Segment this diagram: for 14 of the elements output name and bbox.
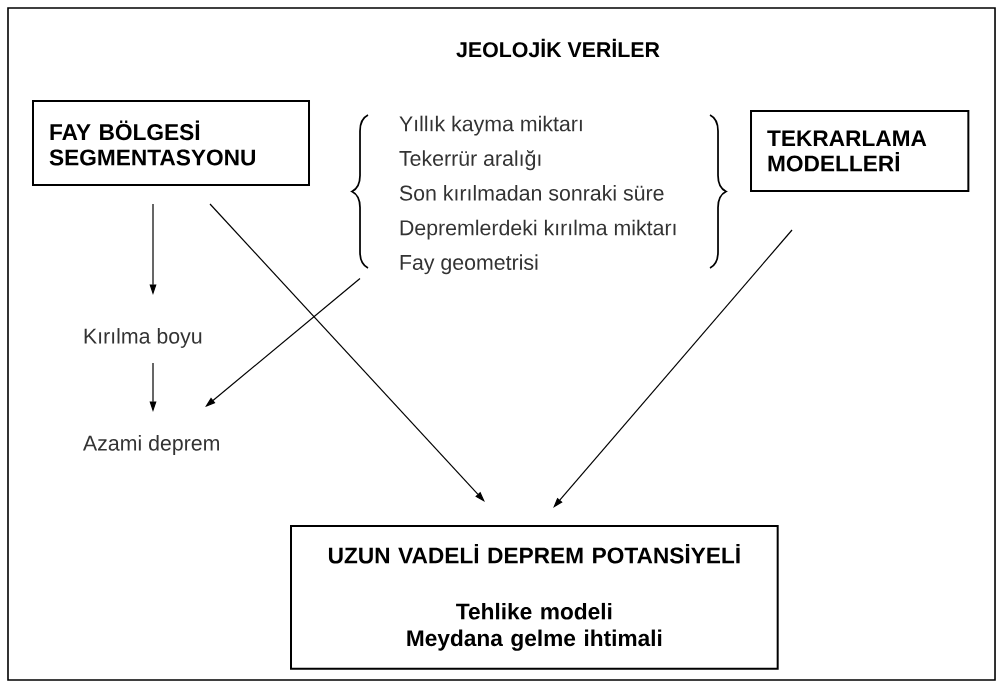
process-box: TEKRARLAMA MODELLERİ [750,110,970,192]
arrow [553,229,793,508]
node-label: Fay geometrisi [400,254,538,275]
text-label: Azami deprem [83,435,219,455]
arrow [209,203,485,502]
process-box: FAY BÖLGESİ SEGMENTASYONU [32,100,310,186]
text-list: Yıllık kayma miktarı Tekerrür aralığı Son kırılmadan sonraki süre Depremlerdeki kırılma miktarı Fay geometrisi [399,115,676,275]
text-label: Kırılma boyu [84,328,202,348]
node-label: Tekerrür aralığı [399,150,541,171]
node-label: Depremlerdeki kırılma miktarı [400,219,676,240]
node-label: Son kırılmadan sonraki süre [399,185,664,201]
result-box: UZUN VADELİ DEPREM POTANSİYELİ Tehlike modeli Meydana gelme ihtimali [290,525,779,670]
heading: JEOLOJİK VERİLER [456,38,660,58]
node-label: Yıllık kayma miktarı [399,115,582,136]
